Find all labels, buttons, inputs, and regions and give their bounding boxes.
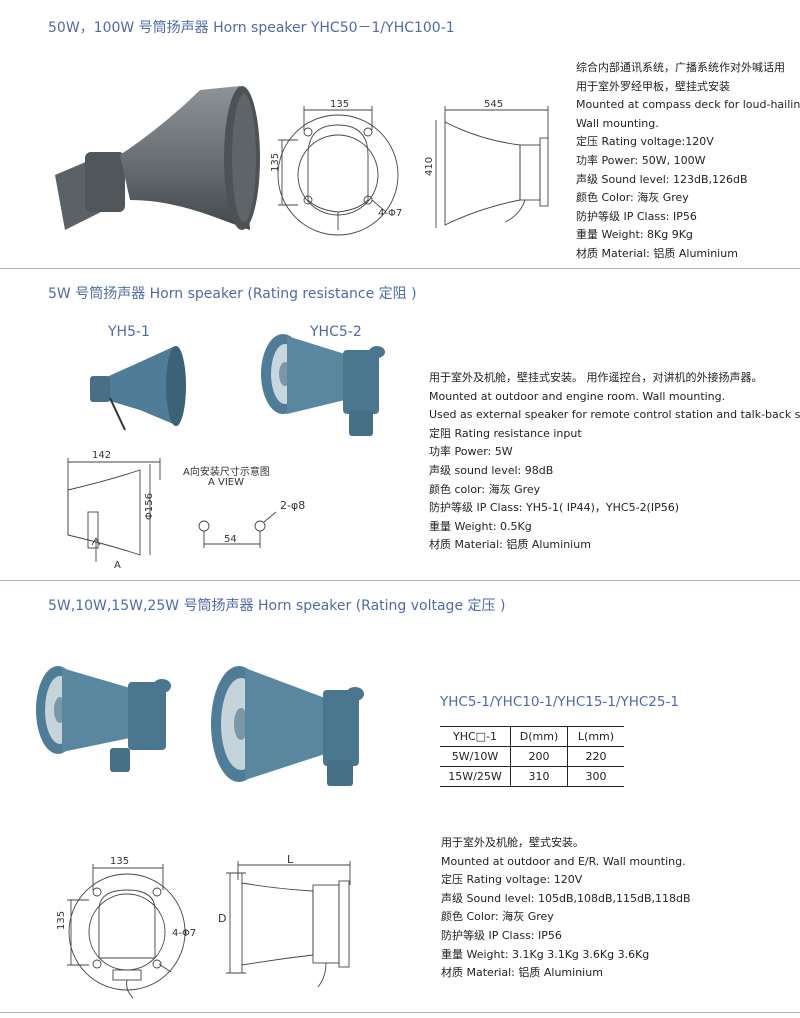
table-header-row: YHC□-1 D(mm) L(mm) xyxy=(440,726,624,747)
a-view-caption-cn: A向安装尺寸示意图 xyxy=(183,467,270,478)
section3-specs: 用于室外及机舱，壁式安装。 Mounted at outdoor and E/R… xyxy=(441,834,691,983)
table-header: YHC□-1 xyxy=(440,726,511,747)
spec-line: 声级 sound level: 98dB xyxy=(429,463,554,477)
spec-line: 综合内部通讯系统，广播系统作对外喊话用 xyxy=(576,61,785,74)
table-cell: 15W/25W xyxy=(440,766,511,787)
spec-line: 重量 Weight: 3.1Kg 3.1Kg 3.6Kg 3.6Kg xyxy=(441,947,650,961)
spec-line: 用于室外及机舱，壁式安装。 xyxy=(441,836,584,849)
horn-speaker-yh5-1-image xyxy=(90,346,186,431)
dim-holes-2phi8: 2-φ8 xyxy=(280,499,306,512)
side-view-drawing-1 xyxy=(435,106,549,228)
horn-speaker-grey-image xyxy=(55,86,260,230)
section3-title: 5W,10W,15W,25W 号筒扬声器 Horn speaker (Ratin… xyxy=(48,598,506,614)
table-cell: 300 xyxy=(567,766,624,787)
a-view-caption-en: A VIEW xyxy=(208,477,245,488)
table-header: D(mm) xyxy=(510,726,568,747)
horn-speaker-large-image xyxy=(211,666,364,786)
model-series-title: YHC5-1/YHC10-1/YHC15-1/YHC25-1 xyxy=(440,694,679,710)
dim-l: L xyxy=(287,853,294,866)
spec-line: 定阻 Rating resistance input xyxy=(429,426,582,440)
spec-line: 颜色 Color: 海灰 Grey xyxy=(441,910,554,924)
table-cell: 220 xyxy=(567,746,624,767)
spec-line: 用于室外及机舱，壁挂式安装。 用作遥控台，对讲机的外接扬声器。 xyxy=(429,371,763,384)
section1-title: 50W，100W 号筒扬声器 Horn speaker YHC50－1/YHC1… xyxy=(48,20,455,36)
spec-line: 用于室外罗经甲板，壁挂式安装 xyxy=(576,79,730,93)
horn-speaker-yhc5-2-image xyxy=(261,334,385,436)
label-a: A xyxy=(114,560,121,571)
section-divider xyxy=(0,580,800,581)
spec-line: 材质 Material: 铝质 Aluminium xyxy=(576,246,738,260)
spec-line: 重量 Weight: 0.5Kg xyxy=(429,519,532,533)
dim-holes-4phi7: 4-Φ7 xyxy=(172,928,197,939)
dim-54: 54 xyxy=(224,534,237,545)
dim-545: 545 xyxy=(484,99,504,110)
dim-142: 142 xyxy=(92,450,112,461)
spec-line: 防护等级 IP Class: YH5-1( IP44)，YHC5-2(IP56) xyxy=(429,501,680,515)
dim-holes-4phi7: 4-Φ7 xyxy=(378,208,403,219)
section1-specs: 综合内部通讯系统，广播系统作对外喊话用 用于室外罗经甲板，壁挂式安装 Mount… xyxy=(576,59,800,264)
dim-135-top: 135 xyxy=(330,99,350,110)
dim-135-left: 135 xyxy=(56,910,67,930)
spec-line: 防护等级 IP Class: IP56 xyxy=(576,209,697,223)
table-row: 15W/25W 310 300 xyxy=(440,766,624,787)
table-cell: 310 xyxy=(510,766,568,787)
a-view-drawing xyxy=(198,511,277,548)
spec-line: 定压 Rating voltage:120V xyxy=(576,135,714,149)
model-label-yhc5-2: YHC5-2 xyxy=(310,324,362,340)
spec-line: 声级 Sound level: 123dB,126dB xyxy=(576,172,748,186)
model-label-yh5-1: YH5-1 xyxy=(108,324,150,340)
spec-line: 定压 Rating voltage: 120V xyxy=(441,873,583,887)
section-divider xyxy=(0,268,800,269)
size-table: YHC□-1 D(mm) L(mm) 5W/10W 200 220 15W/25… xyxy=(440,726,624,787)
dim-135-left: 135 xyxy=(270,152,281,172)
horn-speaker-small-image xyxy=(36,666,171,772)
dim-410: 410 xyxy=(424,156,435,176)
spec-line: 材质 Material: 铝质 Aluminium xyxy=(429,538,591,552)
spec-line: 颜色 color: 海灰 Grey xyxy=(429,482,541,496)
dim-phi156: Φ156 xyxy=(144,493,155,520)
section2-specs: 用于室外及机舱，壁挂式安装。 用作遥控台，对讲机的外接扬声器。 Mounted … xyxy=(429,369,800,555)
spec-line: Mounted at outdoor and E/R. Wall mountin… xyxy=(441,854,686,868)
table-header: L(mm) xyxy=(567,726,624,747)
table-cell: 200 xyxy=(510,746,568,767)
dim-135-top: 135 xyxy=(110,856,130,867)
spec-line: Used as external speaker for remote cont… xyxy=(429,408,800,422)
spec-line: 材质 Material: 铝质 Aluminium xyxy=(441,966,603,980)
spec-line: Mounted at outdoor and engine room. Wall… xyxy=(429,389,726,403)
spec-line: 颜色 Color: 海灰 Grey xyxy=(576,191,689,205)
dim-d: D xyxy=(218,912,227,925)
spec-line: Mounted at compass deck for loud-hailing… xyxy=(576,98,800,112)
table-row: 5W/10W 200 220 xyxy=(440,746,624,767)
spec-line: 声级 Sound level: 105dB,108dB,115dB,118dB xyxy=(441,891,691,905)
spec-line: Wall mounting. xyxy=(576,116,659,130)
spec-line: 重量 Weight: 8Kg 9Kg xyxy=(576,228,693,242)
front-view-drawing-3 xyxy=(67,864,186,999)
table-cell: 5W/10W xyxy=(440,746,511,767)
front-view-drawing-1 xyxy=(277,106,399,236)
spec-line: 功率 Power: 50W, 100W xyxy=(576,153,706,167)
section-divider xyxy=(0,1012,800,1013)
side-view-drawing-3 xyxy=(226,861,351,988)
spec-line: 功率 Power: 5W xyxy=(429,445,513,459)
section2-title: 5W 号筒扬声器 Horn speaker (Rating resistance… xyxy=(48,286,417,302)
side-view-drawing-yh5-1 xyxy=(67,458,161,562)
spec-line: 防护等级 IP Class: IP56 xyxy=(441,928,562,942)
